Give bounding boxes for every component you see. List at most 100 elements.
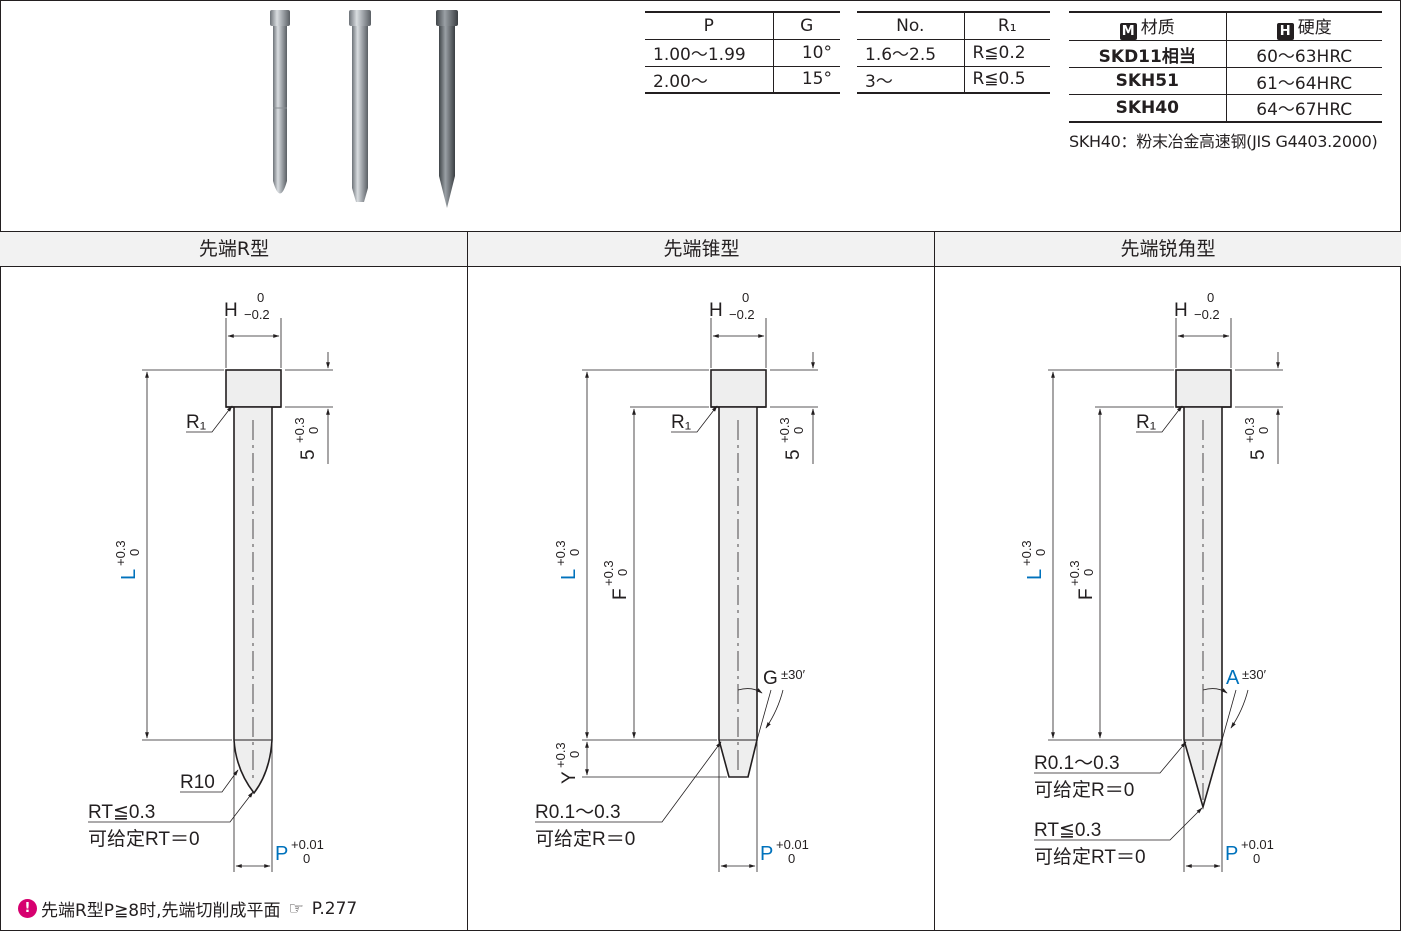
dim-5-label: 5 <box>1248 449 1269 460</box>
dim-l-tol-low: 0 <box>567 549 582 556</box>
dim-f-tol-up: +0.3 <box>601 560 616 586</box>
dim-p-label: P <box>760 843 773 865</box>
label-r1: R₁ <box>1136 412 1156 433</box>
dim-h-tol-low: −0.2 <box>729 307 755 322</box>
photo-sharp-pin <box>436 10 458 208</box>
dim-p-tol-up: +0.01 <box>776 837 809 852</box>
table-row: SKH40 64～67HRC <box>1069 94 1382 123</box>
material-header-label: 材质 <box>1140 18 1175 38</box>
section-title-taper-type: 先端锥型 <box>468 231 935 267</box>
label-a-angle: A <box>1226 667 1240 689</box>
cell-no: 3～ <box>857 66 965 94</box>
col-header-r1: R₁ <box>964 11 1050 40</box>
dim-y-tol-up: +0.3 <box>553 742 568 768</box>
dim-h-label: H <box>1174 300 1188 321</box>
dim-5-tol-low: 0 <box>791 427 806 434</box>
cell-r1: R≦0.2 <box>964 39 1050 67</box>
dim-l-label: L <box>1024 569 1046 580</box>
dim-5-tol-up: +0.3 <box>292 417 307 443</box>
dim-p-tol-up: +0.01 <box>291 837 324 852</box>
drawing-sharp-type: H 0 −0.2 5 +0.3 0 L +0.3 0 F +0.3 0 R₁ A… <box>1019 290 1283 872</box>
dim-h-tol-up: 0 <box>257 290 264 305</box>
dim-p-label: P <box>275 843 288 865</box>
dim-h-tol-low: −0.2 <box>1194 307 1220 322</box>
photo-taper-pin <box>349 10 371 202</box>
label-r10: R10 <box>180 772 215 793</box>
dim-p-tol-low: 0 <box>303 851 310 866</box>
cell-p: 1.00～1.99 <box>645 39 774 67</box>
product-photos <box>270 10 458 208</box>
label-r01: R0.1～0.3 <box>1034 753 1120 774</box>
dim-f-label: F <box>610 588 631 600</box>
no-r1-table: No. R₁ 1.6～2.5 R≦0.2 3～ R≦0.5 <box>857 11 1050 94</box>
hardness-tag-icon: H <box>1276 23 1294 40</box>
photo-r-type-pin <box>270 10 290 194</box>
label-r1: R₁ <box>671 412 691 433</box>
drawing-r-type: H 0 −0.2 5 +0.3 0 L +0.3 0 R₁ R10 RT≦0.3… <box>88 290 333 872</box>
dim-5-label: 5 <box>783 449 804 460</box>
label-r1: R₁ <box>186 412 206 433</box>
label-rt-note: 可给定RT＝0 <box>88 828 200 850</box>
hardness-header-label: 硬度 <box>1297 18 1332 38</box>
label-rt: RT≦0.3 <box>88 802 155 823</box>
material-tag-icon: M <box>1119 23 1137 40</box>
section-divider <box>467 231 468 931</box>
cell-r1: R≦0.5 <box>964 66 1050 94</box>
drawing-taper-type: H 0 −0.2 5 +0.3 0 L +0.3 0 F +0.3 0 Y +0… <box>535 290 818 872</box>
table-row: 1.6～2.5 R≦0.2 <box>857 39 1050 67</box>
cell-hardness: 64～67HRC <box>1226 94 1382 123</box>
dim-h-tol-low: −0.2 <box>244 307 270 322</box>
dim-5-label: 5 <box>298 449 319 460</box>
dim-p-tol-up: +0.01 <box>1241 837 1274 852</box>
dim-p-tol-low: 0 <box>1253 851 1260 866</box>
warning-icon: ! <box>18 899 37 918</box>
cell-hardness: 61～64HRC <box>1226 67 1382 95</box>
dim-f-tol-up: +0.3 <box>1067 560 1082 586</box>
footnote-page-ref[interactable]: P.277 <box>311 898 358 919</box>
section-title-r-type: 先端R型 <box>0 231 468 267</box>
table-row: 3～ R≦0.5 <box>857 66 1050 94</box>
cell-no: 1.6～2.5 <box>857 39 965 67</box>
dim-p-label: P <box>1225 843 1238 865</box>
label-r-note: 可给定R＝0 <box>535 828 635 850</box>
dim-l-tol-up: +0.3 <box>553 540 568 566</box>
dim-h-tol-up: 0 <box>742 290 749 305</box>
dim-5-tol-up: +0.3 <box>777 417 792 443</box>
cell-material: SKH40 <box>1069 94 1227 123</box>
dim-l-tol-low: 0 <box>127 549 142 556</box>
footnote-text: 先端R型P≧8时,先端切削成平面 <box>41 901 281 921</box>
dim-y-tol-low: 0 <box>567 751 582 758</box>
dim-h-tol-up: 0 <box>1207 290 1214 305</box>
footnote: ! 先端R型P≧8时,先端切削成平面 ☞ P.277 <box>18 896 357 921</box>
table-row: SKH51 61～64HRC <box>1069 67 1382 95</box>
label-r-note: 可给定R＝0 <box>1034 779 1134 801</box>
label-rt-note: 可给定RT＝0 <box>1034 846 1146 868</box>
dim-h-label: H <box>709 300 723 321</box>
label-r01: R0.1～0.3 <box>535 802 621 823</box>
table-row: SKD11相当 60～63HRC <box>1069 40 1382 68</box>
cell-material: SKD11相当 <box>1069 40 1227 68</box>
label-g-angle: G <box>763 668 778 689</box>
section-title-sharp-type: 先端锐角型 <box>935 231 1401 267</box>
dim-5-tol-low: 0 <box>306 427 321 434</box>
table-row: 1.00～1.99 10° <box>645 39 840 67</box>
table-row: 2.00～ 15° <box>645 66 840 94</box>
cell-g: 10° <box>773 39 840 67</box>
col-header-p: P <box>645 11 774 40</box>
dim-l-tol-up: +0.3 <box>1019 540 1034 566</box>
technical-drawings: H 0 −0.2 5 +0.3 0 L +0.3 0 R₁ R10 RT≦0.3… <box>88 290 1283 872</box>
label-rt: RT≦0.3 <box>1034 820 1101 841</box>
label-a-tol: ±30′ <box>1242 667 1267 682</box>
cell-g: 15° <box>773 66 840 94</box>
dim-f-tol-low: 0 <box>615 569 630 576</box>
material-note: SKH40：粉末冶金高速钢(JIS G4403.2000) <box>1069 132 1378 151</box>
col-header-no: No. <box>857 11 965 40</box>
dim-f-label: F <box>1076 588 1097 600</box>
cell-p: 2.00～ <box>645 66 774 94</box>
p-g-table: P G 1.00～1.99 10° 2.00～ 15° <box>645 11 840 94</box>
dim-l-tol-up: +0.3 <box>113 540 128 566</box>
dim-y-label: Y <box>559 771 580 784</box>
col-header-g: G <box>773 11 840 40</box>
dim-h-label: H <box>224 300 238 321</box>
